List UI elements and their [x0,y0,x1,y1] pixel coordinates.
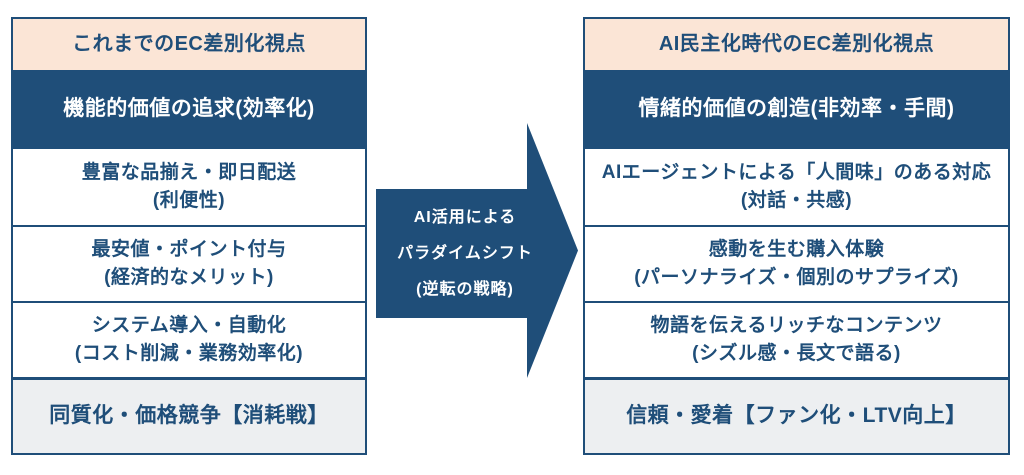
item-line2: (コスト削減・業務効率化) [74,343,304,364]
item-line2: (利便性) [152,190,226,211]
right-outcome-trust-loyalty: 信頼・愛着【ファン化・LTV向上】 [585,377,1008,453]
left-theme-label: 機能的価値の追求(効率化) [63,97,315,121]
item-line2: (対話・共感) [740,190,853,211]
item-line2: (経済的なメリット) [104,267,274,288]
right-header-label: AI民主化時代のEC差別化視点 [658,33,935,55]
item-line1: 最安値・ポイント付与 [91,239,287,261]
left-outcome-label: 同質化・価格競争【消耗戦】 [49,404,329,428]
left-theme-functional-value: 機能的価値の追求(効率化) [13,70,365,147]
left-outcome-price-war: 同質化・価格競争【消耗戦】 [13,377,365,453]
right-outcome-label: 信頼・愛着【ファン化・LTV向上】 [626,404,967,428]
right-theme-emotional-value: 情緒的価値の創造(非効率・手間) [585,70,1008,147]
item-line1: システム導入・自動化 [91,315,287,337]
left-header-label: これまでのEC差別化視点 [72,33,306,55]
left-column-conventional-ec: これまでのEC差別化視点 機能的価値の追求(効率化) 豊富な品揃え・即日配送 (… [11,17,367,455]
left-item-assortment-delivery: 豊富な品揃え・即日配送 (利便性) [13,147,365,225]
item-line1: 物語を伝えるリッチなコンテンツ [650,315,943,337]
right-item-ai-agent-human-touch: AIエージェントによる「人間味」のある対応 (対話・共感) [585,147,1008,225]
right-column-header: AI民主化時代のEC差別化視点 [585,19,1008,70]
left-item-system-automation: システム導入・自動化 (コスト削減・業務効率化) [13,301,365,377]
arrow-caption-line1: AI活用による [413,208,517,226]
paradigm-shift-arrow: AI活用による パラダイムシフト (逆転の戦略) [376,123,578,378]
left-column-header: これまでのEC差別化視点 [13,19,365,70]
arrow-caption-line2: パラダイムシフト [397,244,533,262]
item-line1: 感動を生む購入体験 [708,239,885,261]
item-line2: (パーソナライズ・個別のサプライズ) [634,267,959,288]
arrow-caption: AI活用による パラダイムシフト (逆転の戦略) [376,189,554,318]
item-line1: AIエージェントによる「人間味」のある対応 [601,162,992,184]
item-line1: 豊富な品揃え・即日配送 [81,162,297,184]
left-item-lowest-price-points: 最安値・ポイント付与 (経済的なメリット) [13,225,365,301]
item-line2: (シズル感・長文で語る) [692,343,901,364]
right-theme-label: 情緒的価値の創造(非効率・手間) [638,97,955,121]
right-item-rich-storytelling-content: 物語を伝えるリッチなコンテンツ (シズル感・長文で語る) [585,301,1008,377]
right-item-emotional-purchase-experience: 感動を生む購入体験 (パーソナライズ・個別のサプライズ) [585,225,1008,301]
right-arrow-icon [376,123,578,378]
right-column-ai-era-ec: AI民主化時代のEC差別化視点 情緒的価値の創造(非効率・手間) AIエージェン… [583,17,1010,455]
arrow-caption-line3: (逆転の戦略) [416,280,514,298]
